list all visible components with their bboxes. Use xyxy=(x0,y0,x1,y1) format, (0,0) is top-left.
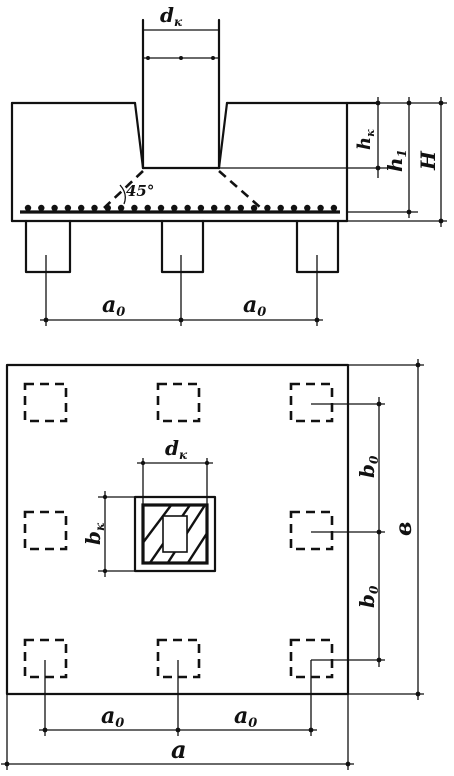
rebar-dot xyxy=(64,204,72,212)
rebar-dot xyxy=(157,204,165,212)
angle-arc xyxy=(119,184,126,205)
total-height-label: H xyxy=(416,150,440,171)
column-depth-label: hк xyxy=(354,129,377,150)
column-width-dimension xyxy=(143,29,219,60)
rebar-dot xyxy=(224,204,231,212)
reinforcement-bars xyxy=(20,204,340,214)
elevation-piles xyxy=(24,219,340,274)
plan-column-depth-label: bк xyxy=(81,522,107,545)
elevation-view: dк 45° xyxy=(10,3,447,326)
rebar-dot xyxy=(277,204,284,212)
rebar-dot xyxy=(317,204,324,212)
punching-cone-lines xyxy=(103,170,262,209)
plan-overall-length-label: a xyxy=(171,735,187,764)
plan-column-width-label: dк xyxy=(165,436,188,462)
plan-pile-spacing-bottom-label: b0 xyxy=(355,585,381,608)
elevation-column xyxy=(133,18,229,170)
rebar-dot xyxy=(171,204,178,212)
rebar-dot xyxy=(38,204,45,212)
plan-column-depth-dimension xyxy=(98,491,135,577)
plan-pile xyxy=(23,510,68,551)
rebar-dot xyxy=(117,204,125,212)
step-height-label: h1 xyxy=(383,149,409,172)
plan-pile-spacing-top-label: b0 xyxy=(355,455,381,478)
plan-overall-width-label: в xyxy=(391,522,417,536)
rebar-dot xyxy=(237,204,244,212)
elevation-pile-spacing-dimension xyxy=(40,255,323,326)
plan-pile xyxy=(289,510,334,551)
rebar-dot xyxy=(144,204,151,212)
rebar-dot xyxy=(290,204,298,212)
rebar-dot xyxy=(51,204,58,212)
elevation-height-dimensions xyxy=(219,97,447,227)
pile-cap-body xyxy=(10,101,380,223)
plan-width-dimensions xyxy=(311,359,424,700)
plan-column xyxy=(133,495,217,573)
rebar-dot xyxy=(304,204,311,212)
plan-pile xyxy=(23,382,68,423)
plan-pile xyxy=(289,382,334,423)
plan-pile-spacing-left-label: a0 xyxy=(101,703,124,731)
plan-column-width-dimension xyxy=(137,458,213,505)
elevation-pile-spacing-left-label: a0 xyxy=(102,292,125,320)
rebar-dot xyxy=(250,204,258,212)
pile-left xyxy=(24,219,72,274)
rebar-dot xyxy=(91,204,98,212)
rebar-dot xyxy=(264,204,271,212)
rebar-dot xyxy=(197,204,205,212)
elevation-pile-spacing-right-label: a0 xyxy=(243,292,266,320)
plan-pile xyxy=(156,382,201,423)
rebar-dot xyxy=(78,204,85,212)
rebar-dot xyxy=(131,204,138,212)
rebar-dot xyxy=(330,204,338,212)
rebar-dot xyxy=(211,204,218,212)
plan-view: dк bк b0 b0 в xyxy=(1,359,424,770)
rebar-dot xyxy=(24,204,32,212)
plan-pile-spacing-right-label: a0 xyxy=(234,703,257,731)
pile-middle xyxy=(160,219,205,274)
rebar-dot xyxy=(184,204,191,212)
angle-label: 45° xyxy=(126,182,154,200)
elevation-column-width-label: dк xyxy=(160,3,183,29)
plan-length-dimensions xyxy=(1,660,354,770)
